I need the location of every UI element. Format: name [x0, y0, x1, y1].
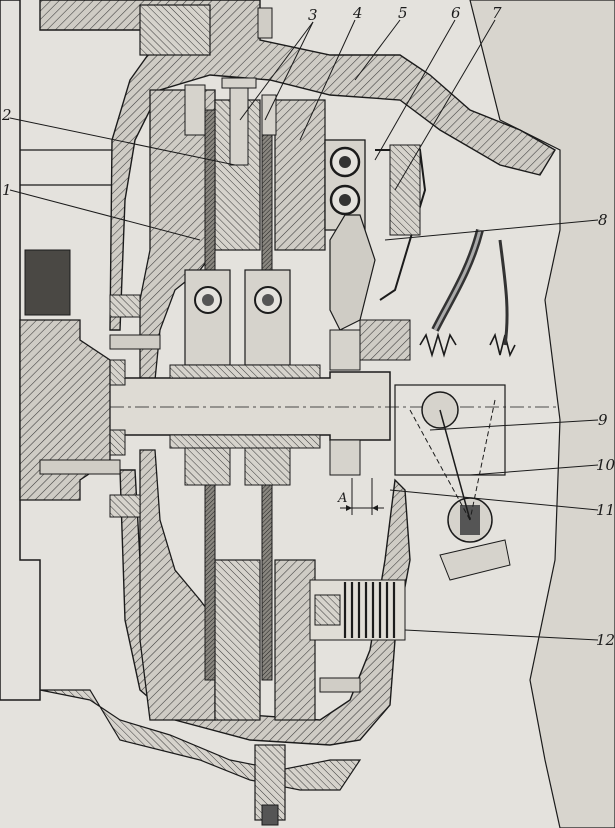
clearance-dimension [340, 478, 384, 515]
callout-8: 8 [598, 211, 608, 229]
callout-7: 7 [492, 4, 502, 22]
clutch-housing-upper [39, 0, 556, 331]
pressure-plate-lower [274, 559, 316, 721]
disc-hub-2-lower [244, 444, 291, 486]
release-collar [329, 329, 361, 371]
disc-hub-1 [184, 269, 231, 366]
callout-2: 2 [1, 106, 12, 124]
return-spring-right [489, 332, 516, 358]
flywheel-bolt-upper [109, 294, 141, 318]
callout-10: 10 [596, 456, 615, 474]
callout-11: 11 [596, 501, 615, 519]
flange-bolt-upper [109, 334, 161, 350]
spline-hub-upper [169, 364, 321, 379]
spline-hub-lower [169, 434, 321, 449]
flange-bolt [39, 459, 121, 475]
disc-hub-1-lower [184, 444, 231, 486]
top-bolt-boss [139, 4, 211, 56]
intermediate-plate-lower [214, 559, 261, 721]
top-bolt [257, 7, 273, 39]
callout-12: 12 [596, 631, 615, 649]
housing-bolt-lower [319, 677, 361, 693]
plate-bolt-left [184, 84, 206, 136]
gap-label-a: A [337, 491, 347, 506]
flywheel-bolt-lower [109, 494, 141, 518]
return-spring-left [419, 332, 457, 358]
control-rod [498, 239, 509, 346]
pressure-spring [309, 579, 406, 641]
adjusting-bolt-bracket [389, 144, 421, 236]
release-lever [329, 214, 376, 331]
drive-pin [229, 79, 249, 166]
disc-hub-2 [244, 269, 291, 366]
pressure-plate-upper [274, 99, 326, 251]
release-sleeve [359, 319, 411, 361]
callout-5: 5 [398, 4, 408, 22]
driven-disc-1-upper [204, 109, 216, 271]
gearbox-body [469, 0, 615, 828]
housing-flange [39, 689, 362, 791]
callout-6: 6 [451, 4, 461, 22]
callout-3: 3 [308, 6, 318, 24]
callout-1: 1 [2, 181, 12, 199]
release-collar-lower [329, 439, 361, 476]
leader-lines [9, 19, 599, 641]
callout-9: 9 [598, 411, 608, 429]
callout-4: 4 [352, 4, 363, 22]
crank-web [24, 249, 71, 316]
